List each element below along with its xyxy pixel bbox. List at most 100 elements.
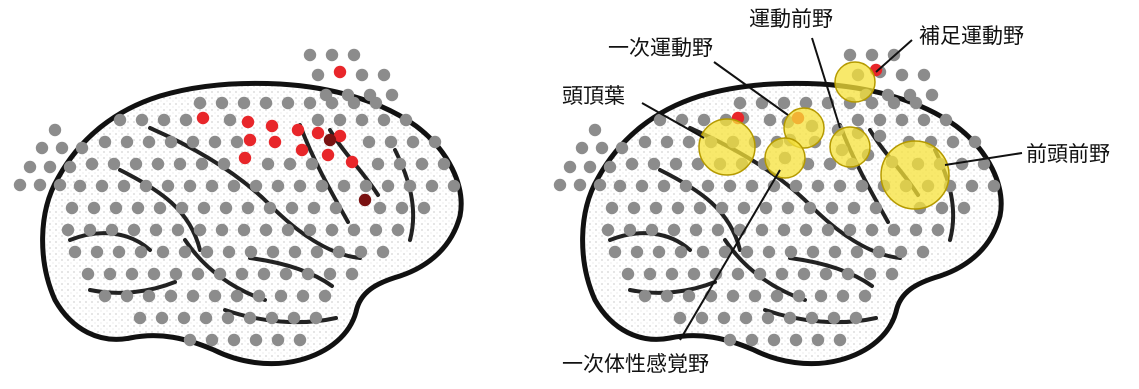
left-electrode	[180, 114, 192, 126]
left-electrode	[245, 246, 257, 258]
right-electrode	[896, 114, 908, 126]
right-electrode	[851, 246, 863, 258]
right-electrode	[628, 202, 640, 214]
left-electrode	[370, 97, 382, 109]
right-electrode	[848, 202, 860, 214]
left-electrode	[150, 224, 162, 236]
right-electrode	[806, 312, 818, 324]
left-electrode	[126, 268, 138, 280]
right-electrode	[782, 202, 794, 214]
right-electrode	[589, 124, 601, 136]
right-electrode	[790, 334, 802, 346]
right-electrode	[680, 180, 692, 192]
left-electrode	[238, 224, 250, 236]
left-electrode	[400, 114, 412, 126]
left-electrode	[326, 49, 338, 61]
left-electrode	[91, 246, 103, 258]
right-electrode	[616, 142, 628, 154]
right-electrode	[966, 180, 978, 192]
left-electrode	[218, 158, 230, 170]
left-electrode	[214, 268, 226, 280]
right-electrode	[932, 224, 944, 236]
right-electrode	[672, 202, 684, 214]
right-electrode	[675, 246, 687, 258]
left-electrode	[49, 124, 61, 136]
left-electrode	[236, 268, 248, 280]
left-electrode	[311, 246, 323, 258]
left-electrode	[304, 224, 316, 236]
right-electrode	[749, 290, 761, 302]
left-electrode	[231, 290, 243, 302]
left-electrode	[209, 290, 221, 302]
label-primary-motor: 一次運動野	[608, 36, 713, 60]
left-electrode	[356, 69, 368, 81]
right-electrode	[622, 268, 634, 280]
right-electrode	[661, 290, 673, 302]
right-electrode	[828, 312, 840, 324]
left-electrode	[284, 158, 296, 170]
right-electrode	[785, 246, 797, 258]
highlight-prefrontal	[881, 141, 949, 209]
right-electrode	[639, 136, 651, 148]
left-electrode	[308, 202, 320, 214]
left-electrode	[304, 97, 316, 109]
right-electrode	[764, 114, 776, 126]
right-electrode	[859, 290, 871, 302]
right-electrode	[584, 161, 596, 173]
left-electrode	[198, 202, 210, 214]
right-electrode	[778, 224, 790, 236]
right-electrode	[812, 334, 824, 346]
right-electrode	[888, 224, 900, 236]
left-electrode	[312, 114, 324, 126]
right-electrode	[850, 312, 862, 324]
left-electrode	[289, 246, 301, 258]
right-electrode	[636, 180, 648, 192]
left-electrode	[209, 136, 221, 148]
left-electrode	[360, 180, 372, 192]
right-electrode	[815, 290, 827, 302]
left-electrode	[253, 290, 265, 302]
left-electrode	[385, 136, 397, 148]
right-electrode	[727, 290, 739, 302]
left-electrode	[178, 312, 190, 324]
left-electrode	[288, 312, 300, 324]
left-electrode	[378, 69, 390, 81]
right-electrode	[918, 69, 930, 81]
left-electrode	[280, 268, 292, 280]
right-electrode	[688, 268, 700, 280]
right-electrode	[631, 246, 643, 258]
left-electrode	[267, 246, 279, 258]
right-electrode	[648, 158, 660, 170]
right-electrode	[864, 268, 876, 280]
left-electrode	[223, 246, 235, 258]
right-electrode	[606, 202, 618, 214]
right-electrode	[822, 224, 834, 236]
left-electrode	[170, 268, 182, 280]
right-electrode	[740, 312, 752, 324]
left-electrode	[310, 312, 322, 324]
left-electrode	[382, 180, 394, 192]
right-electrode	[746, 334, 758, 346]
left-electrode	[333, 246, 345, 258]
left-electrode	[348, 97, 360, 109]
right-electrode	[653, 246, 665, 258]
label-parietal: 頭頂葉	[562, 84, 625, 108]
left-electrode	[216, 97, 228, 109]
left-electrode	[392, 224, 404, 236]
left-electrode	[374, 202, 386, 214]
right-electrode	[574, 179, 586, 191]
left-electrode	[294, 334, 306, 346]
left-electrode	[143, 136, 155, 148]
left-electrode	[377, 246, 389, 258]
left-electrode	[330, 202, 342, 214]
left-electrode	[294, 180, 306, 192]
left-electrode	[326, 97, 338, 109]
left-electrode	[148, 268, 160, 280]
right-electrode	[576, 142, 588, 154]
left-electrode	[44, 161, 56, 173]
left-electrode	[56, 142, 68, 154]
left-electrode	[14, 179, 26, 191]
left-electrode	[132, 202, 144, 214]
left-electrode	[228, 180, 240, 192]
left-electrode	[378, 114, 390, 126]
